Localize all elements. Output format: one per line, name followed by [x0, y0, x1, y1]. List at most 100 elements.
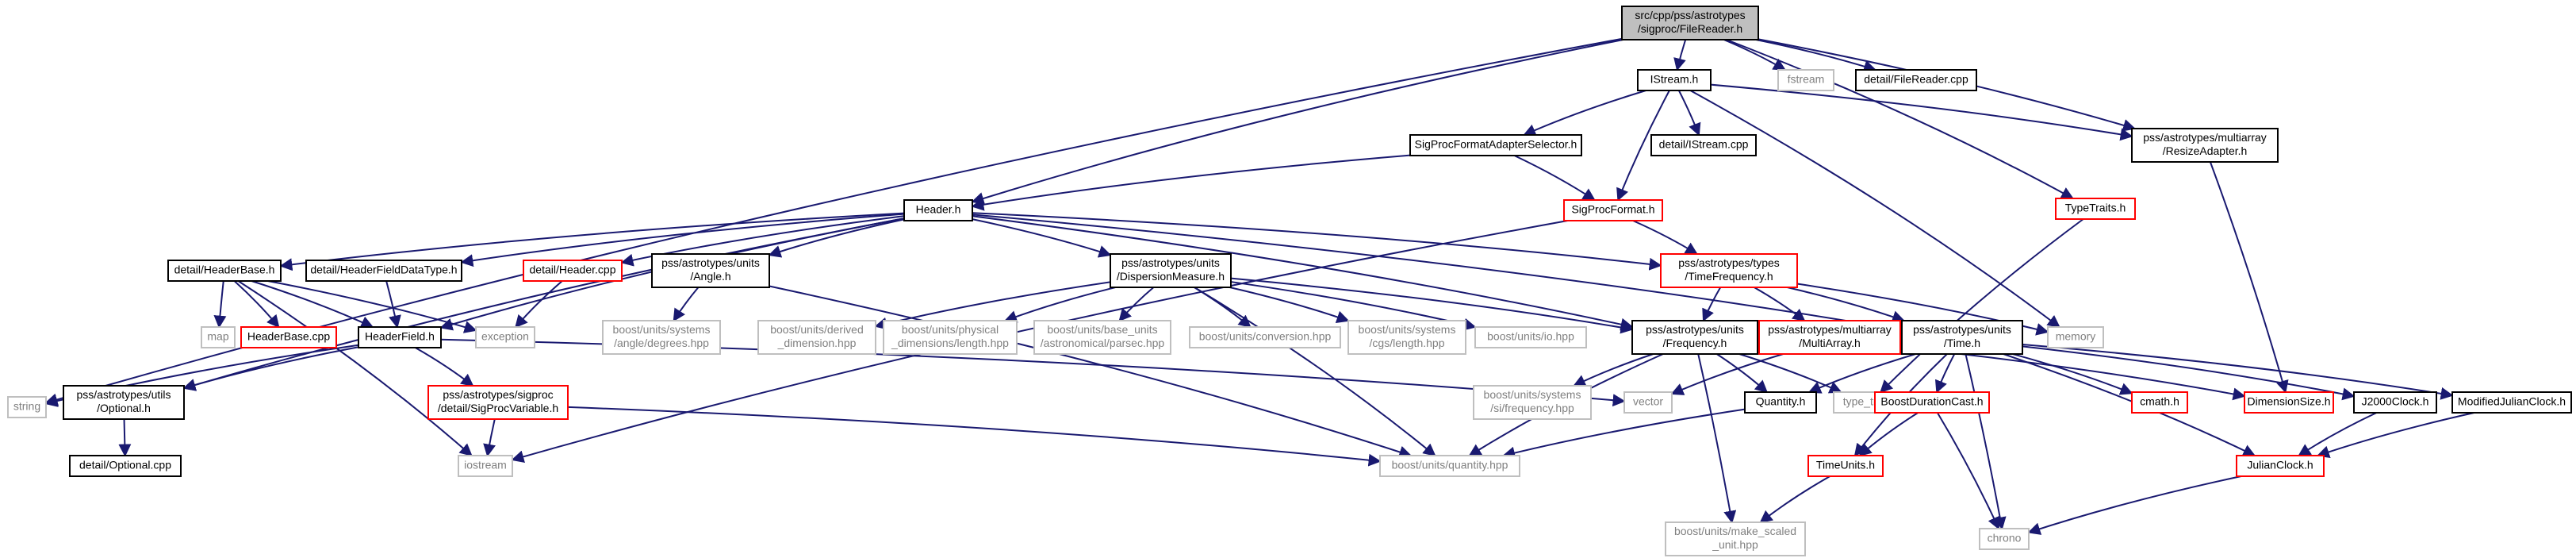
node-sigproc_fmt_adapter[interactable]: SigProcFormatAdapterSelector.h	[1409, 134, 1582, 156]
node-label: /ResizeAdapter.h	[2163, 144, 2248, 157]
edge-headerfield_h-to-optional_h	[182, 346, 359, 391]
node-headerfielddatatype[interactable]: detail/HeaderFieldDataType.h	[305, 260, 462, 282]
edge-dispersion_h-to-conversion	[1194, 287, 1252, 329]
node-headerbase_cpp[interactable]: HeaderBase.cpp	[240, 326, 337, 348]
edge-headerfielddatatype-to-headerfield_h	[385, 280, 401, 329]
node-header_h[interactable]: Header.h	[903, 199, 973, 221]
node-label: /detail/SigProcVariable.h	[438, 402, 558, 414]
node-label: pss/astrotypes/utils	[76, 388, 171, 401]
node-timeunits_h[interactable]: TimeUnits.h	[1807, 455, 1884, 477]
edge-layer	[44, 37, 2474, 535]
node-label: /angle/degrees.hpp	[614, 337, 709, 349]
node-label: SigProcFormat.h	[1571, 203, 1654, 216]
edge-sigproc_fmt_adapter-to-sigprocformat_h	[1514, 155, 1596, 201]
edge-headerbase_h-to-headerfield_h	[251, 280, 374, 329]
edge-istream_h-to-memory	[1689, 90, 2060, 328]
node-filereader_cpp[interactable]: detail/FileReader.cpp	[1855, 69, 1977, 91]
node-label: boost/units/base_units	[1047, 323, 1157, 336]
node-label: detail/Optional.cpp	[79, 459, 171, 471]
edge-time_h-to-j2000clock	[2022, 345, 2356, 401]
node-label: /astronomical/parsec.hpp	[1041, 337, 1165, 349]
node-label: boost/units/systems	[1359, 323, 1456, 336]
node-label: detail/HeaderFieldDataType.h	[310, 264, 457, 276]
node-modjulianclock[interactable]: ModifiedJulianClock.h	[2451, 391, 2572, 414]
node-label: pss/astrotypes/multiarray	[2143, 131, 2267, 144]
node-cmath_h[interactable]: cmath.h	[2131, 391, 2188, 414]
node-sigprocformat_h[interactable]: SigProcFormat.h	[1563, 199, 1663, 221]
edge-sigprocvariable_h-to-iostream	[483, 418, 496, 457]
node-istream_h[interactable]: IStream.h	[1637, 69, 1712, 91]
edge-boostdurationcast-to-chrono	[1937, 412, 2000, 530]
node-parsec: boost/units/base_units/astronomical/pars…	[1033, 320, 1171, 355]
edge-dispersion_h-to-physical_length	[1003, 287, 1116, 323]
edge-j2000clock-to-julianclock_h	[2298, 412, 2377, 456]
edge-dispersion_h-to-frequency_h	[1230, 277, 1634, 334]
node-sigprocvariable_h[interactable]: pss/astrotypes/sigproc/detail/SigProcVar…	[427, 385, 569, 420]
node-label: cmath.h	[2140, 395, 2179, 408]
node-resize_adapter[interactable]: pss/astrotypes/multiarray/ResizeAdapter.…	[2131, 128, 2279, 163]
node-label: boost/units/derived	[770, 323, 864, 336]
node-label: boost/units/systems	[1484, 388, 1581, 401]
node-label: memory	[2056, 330, 2096, 343]
node-optional_h[interactable]: pss/astrotypes/utils/Optional.h	[63, 385, 185, 420]
node-multiarray_h[interactable]: pss/astrotypes/multiarray/MultiArray.h	[1758, 320, 1901, 355]
node-root[interactable]: src/cpp/pss/astrotypes/sigproc/FileReade…	[1621, 6, 1759, 40]
node-label: boost/units/systems	[613, 323, 711, 336]
edge-time_h-to-chrono	[1965, 353, 2007, 530]
node-label: /TimeFrequency.h	[1685, 270, 1773, 283]
node-label: _dimensions/length.hpp	[891, 337, 1009, 349]
node-label: iostream	[464, 459, 507, 471]
node-julianclock_h[interactable]: JulianClock.h	[2236, 455, 2325, 477]
node-label: detail/HeaderBase.h	[174, 264, 275, 276]
node-dimensionsize_h[interactable]: DimensionSize.h	[2244, 391, 2334, 414]
edge-timefrequency_h-to-frequency_h	[1702, 287, 1722, 322]
node-exception: exception	[475, 326, 535, 348]
node-boostdurationcast[interactable]: BoostDurationCast.h	[1874, 391, 1990, 414]
edge-istream_h-to-resize_adapter	[1710, 83, 2133, 141]
node-j2000clock[interactable]: J2000Clock.h	[2353, 391, 2437, 414]
edge-header_h-to-timefrequency_h	[972, 212, 1662, 271]
node-label: HeaderField.h	[365, 330, 435, 343]
node-headerfield_h[interactable]: HeaderField.h	[358, 326, 442, 348]
node-label: src/cpp/pss/astrotypes	[1635, 9, 1745, 21]
node-label: pss/astrotypes/units	[1646, 323, 1744, 336]
node-chrono: chrono	[1979, 528, 2030, 550]
node-dispersion_h[interactable]: pss/astrotypes/units/DispersionMeasure.h	[1110, 253, 1232, 288]
node-label: boost/units/physical	[902, 323, 999, 336]
node-cgs_length: boost/units/systems/cgs/length.hpp	[1347, 320, 1466, 355]
edge-headerbase_h-to-map	[213, 280, 227, 329]
node-label: detail/Header.cpp	[530, 264, 616, 276]
node-label: _unit.hpp	[1712, 538, 1758, 551]
node-frequency_h[interactable]: pss/astrotypes/units/Frequency.h	[1631, 320, 1758, 355]
node-label: IStream.h	[1650, 73, 1699, 86]
node-angle_h[interactable]: pss/astrotypes/units/Angle.h	[651, 253, 770, 288]
edge-julianclock_h-to-chrono	[2027, 475, 2242, 535]
node-timefrequency_h[interactable]: pss/astrotypes/types/TimeFrequency.h	[1660, 253, 1798, 288]
edge-frequency_h-to-si_frequency	[1573, 353, 1654, 387]
edge-headerbase_h-to-exception	[267, 280, 477, 333]
edge-header_h-to-frequency_h	[972, 215, 1634, 331]
edge-istream_h-to-sigproc_fmt_adapter	[1523, 90, 1646, 137]
node-label: J2000Clock.h	[2362, 395, 2429, 408]
node-fstream: fstream	[1777, 69, 1834, 91]
edge-header_h-to-dispersion_h	[972, 218, 1112, 258]
edge-angle_h-to-quantity_hpp	[769, 285, 1413, 459]
node-time_h[interactable]: pss/astrotypes/units/Time.h	[1901, 320, 2023, 355]
node-angle_degrees: boost/units/systems/angle/degrees.hpp	[602, 320, 721, 355]
node-optional_cpp[interactable]: detail/Optional.cpp	[69, 455, 182, 477]
node-istream_cpp[interactable]: detail/IStream.cpp	[1650, 134, 1757, 156]
node-label: _dimension.hpp	[777, 337, 857, 349]
edge-header_h-to-time_h	[972, 214, 1903, 335]
edge-timefrequency_h-to-time_h	[1787, 287, 1906, 323]
node-header_cpp[interactable]: detail/Header.cpp	[523, 260, 623, 282]
node-label: /Angle.h	[690, 270, 730, 283]
node-headerbase_h[interactable]: detail/HeaderBase.h	[167, 260, 282, 282]
node-quantity_h[interactable]: Quantity.h	[1744, 391, 1817, 414]
edge-time_h-to-julianclock_h	[2003, 353, 2256, 456]
node-typetraits_h[interactable]: TypeTraits.h	[2055, 198, 2136, 220]
node-label: vector	[1633, 395, 1663, 408]
node-layer: src/cpp/pss/astrotypes/sigproc/FileReade…	[7, 6, 2572, 556]
edge-istream_h-to-sigprocformat_h	[1616, 90, 1670, 202]
edge-typetraits_h-to-type_traits	[1880, 218, 2084, 394]
